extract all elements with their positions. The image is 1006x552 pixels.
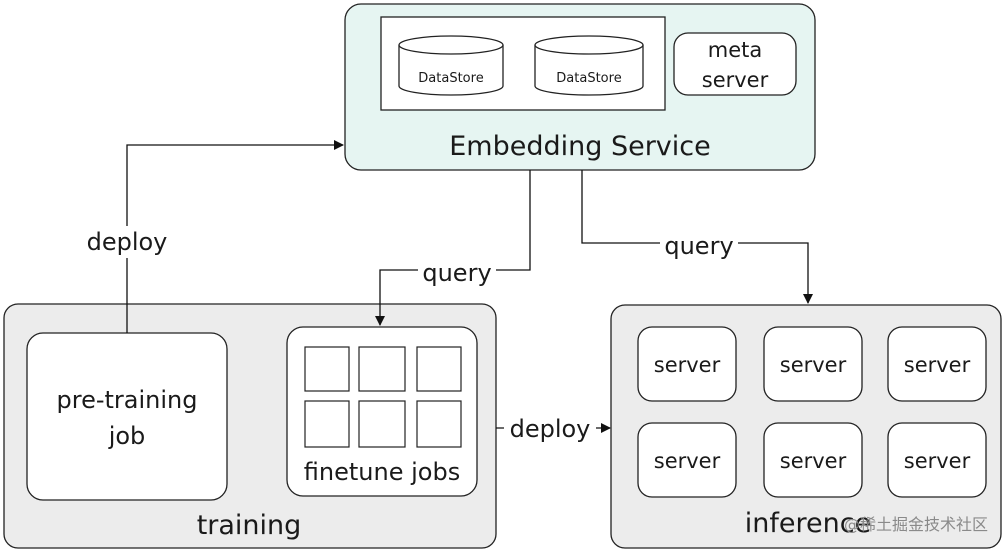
- deploy-pretrain-arrow: [126, 140, 344, 333]
- training-group: pre-training job finetune jobs training: [3, 303, 497, 549]
- datastore-1: DataStore: [398, 35, 504, 96]
- server-label: server: [904, 449, 971, 473]
- server-node: server: [637, 326, 737, 402]
- finetune-job-cell: [416, 400, 462, 448]
- server-label: server: [904, 353, 971, 377]
- query-inference-label: query: [664, 232, 733, 260]
- deploy-inference-label: deploy: [510, 415, 591, 443]
- query-training-arrow: [375, 170, 531, 326]
- server-node: server: [887, 422, 987, 498]
- pretraining-job-label-line2: job: [108, 422, 146, 450]
- server-label: server: [780, 449, 847, 473]
- query-inference-label-bg: [660, 230, 738, 260]
- finetune-job-cell: [358, 400, 406, 448]
- pretraining-job-label-line1: pre-training: [57, 386, 198, 414]
- finetune-jobs-label: finetune jobs: [304, 458, 460, 486]
- server-node: server: [763, 326, 863, 402]
- inference-group: server server server server server serve…: [610, 304, 1002, 549]
- meta-server-label-line2: server: [702, 68, 769, 92]
- embedding-service-box: DataStore DataStore meta server Embeddin…: [344, 3, 816, 171]
- watermark: @稀土掘金技术社区: [844, 515, 988, 534]
- datastore-2: DataStore: [534, 35, 644, 96]
- server-label: server: [654, 353, 721, 377]
- query-training-label: query: [422, 259, 491, 287]
- finetune-jobs: finetune jobs: [286, 326, 478, 497]
- meta-server-label-line1: meta: [708, 38, 762, 62]
- server-label: server: [780, 353, 847, 377]
- server-node: server: [763, 422, 863, 498]
- inference-title: inference: [745, 508, 871, 539]
- deploy-label-bg: [82, 226, 172, 258]
- finetune-job-cell: [304, 400, 350, 448]
- datastore-1-label: DataStore: [418, 71, 483, 86]
- finetune-job-cell: [304, 346, 350, 392]
- query-training-label-bg: [418, 257, 496, 287]
- pretraining-job: pre-training job: [26, 332, 228, 501]
- training-title: training: [197, 510, 302, 541]
- deploy-inference-label-bg: [504, 412, 596, 444]
- datastore-2-label: DataStore: [556, 71, 621, 86]
- finetune-job-cell: [416, 346, 462, 392]
- deploy-pretrain-label: deploy: [87, 228, 168, 256]
- server-label: server: [654, 449, 721, 473]
- meta-server: meta server: [673, 32, 797, 96]
- finetune-job-cell: [358, 346, 406, 392]
- server-node: server: [637, 422, 737, 498]
- server-node: server: [887, 326, 987, 402]
- embedding-service-title: Embedding Service: [449, 131, 711, 162]
